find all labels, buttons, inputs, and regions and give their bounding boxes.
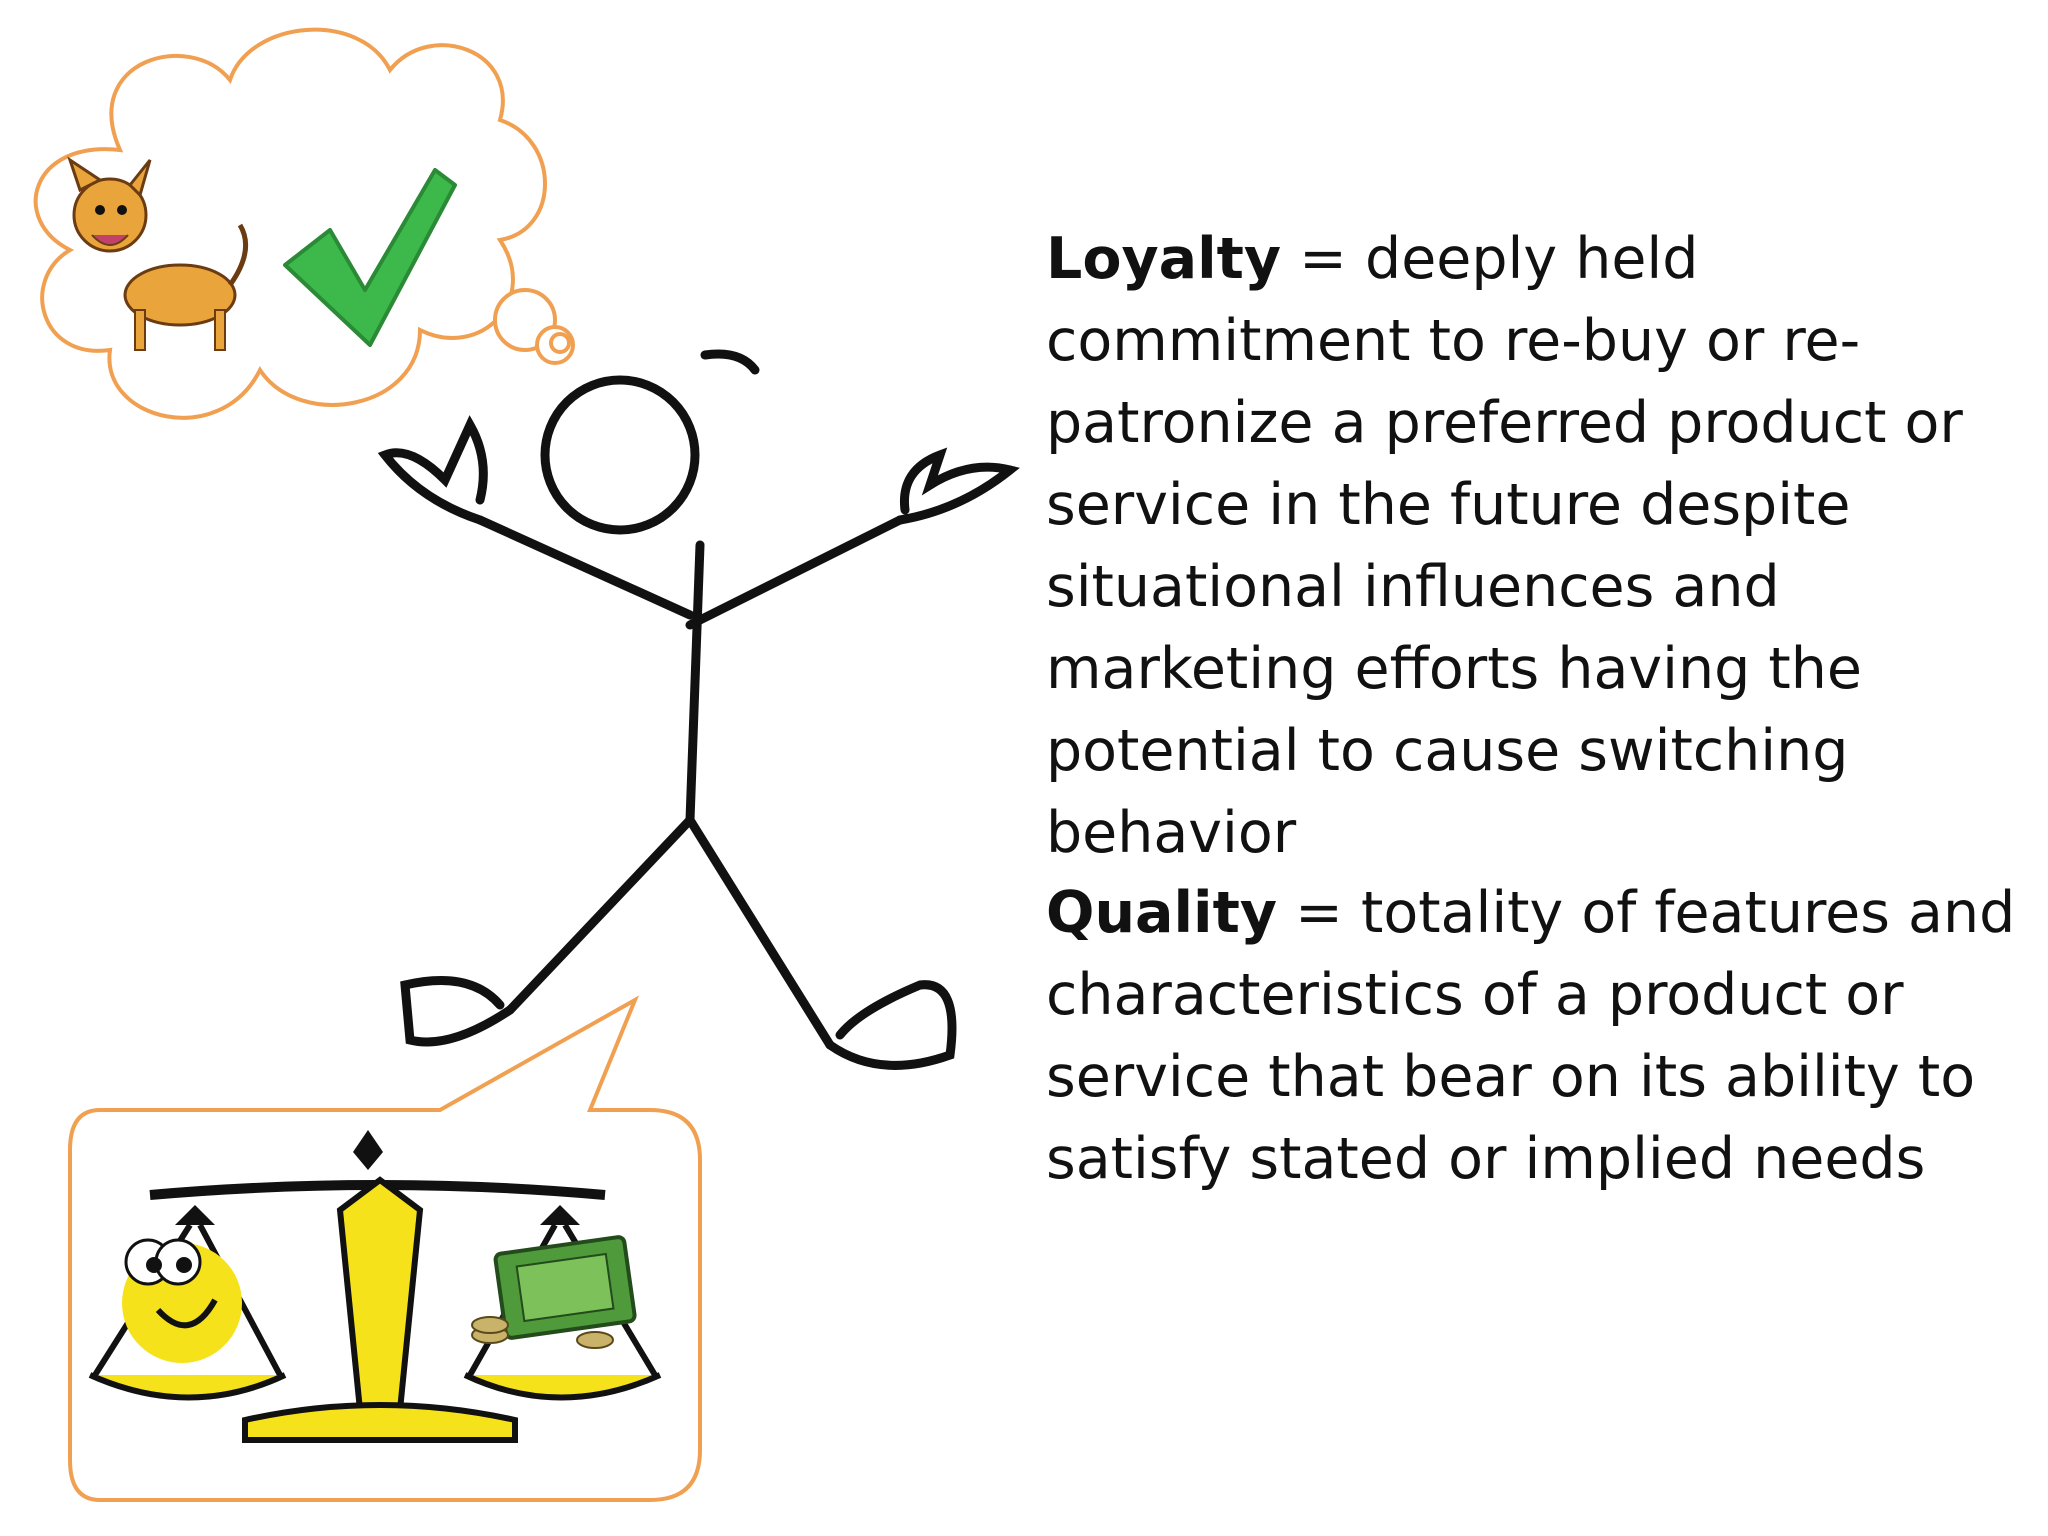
check-icon <box>283 168 457 347</box>
dog-icon <box>67 156 249 351</box>
money-icon <box>471 1235 637 1349</box>
loyalty-definition: Loyalty = deeply held commitment to re-b… <box>1046 218 2026 874</box>
quality-definition-text: = totality of features and characteristi… <box>1046 880 2016 1192</box>
quality-definition: Quality = totality of features and chara… <box>1046 872 2026 1200</box>
stick-figure <box>377 349 1020 1070</box>
quality-term: Quality <box>1046 880 1277 946</box>
loyalty-definition-text: = deeply held commitment to re-buy or re… <box>1046 226 1963 866</box>
loyalty-term: Loyalty <box>1046 226 1282 292</box>
balance-scale-icon <box>88 1130 662 1443</box>
smiley-icon <box>122 1238 242 1363</box>
